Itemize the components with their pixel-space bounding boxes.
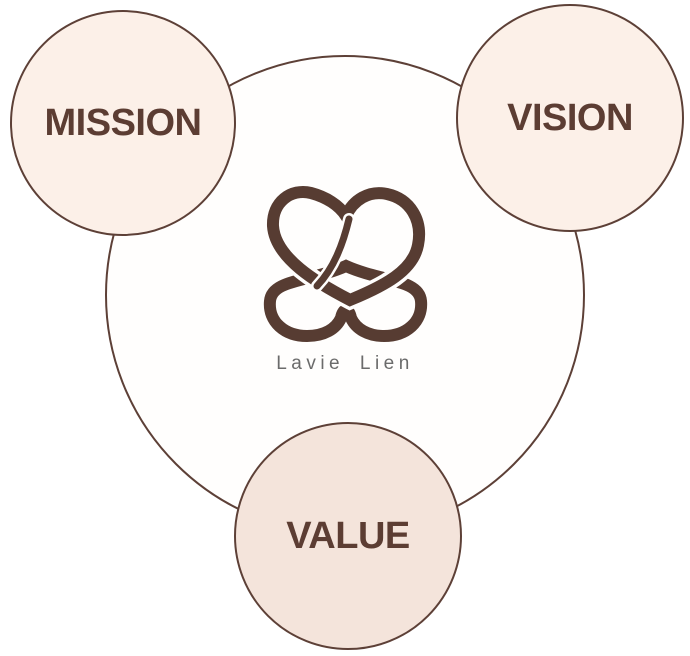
value-label: VALUE [286,514,410,557]
mission-label: MISSION [44,101,202,144]
mission-circle: MISSION [10,10,236,236]
vision-circle: VISION [456,4,684,232]
vision-label: VISION [507,96,633,139]
brand-name-text: Lavie Lien [276,353,414,374]
value-circle: VALUE [234,422,462,650]
interlocked-hearts-knot-icon [263,182,429,343]
